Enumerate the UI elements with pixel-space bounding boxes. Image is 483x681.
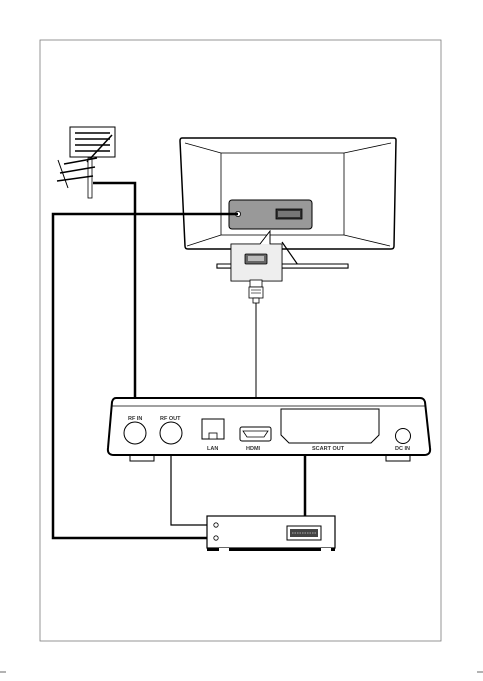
cable-vcr-to-tv-rf <box>53 214 238 538</box>
vcr-rf-out <box>214 536 218 540</box>
dc-in-port <box>396 429 411 444</box>
rf-out-port <box>160 422 182 444</box>
rf-in-label: RF IN <box>128 416 142 422</box>
antenna-icon <box>57 127 115 198</box>
scart-out-port <box>281 409 379 443</box>
cable-antenna-to-rf-in <box>93 183 135 425</box>
rf-in-port <box>124 422 146 444</box>
dc-in-label: DC IN <box>395 446 410 452</box>
tv-icon <box>180 138 396 281</box>
scart-out-label: SCART OUT <box>312 446 345 452</box>
set-top-box-icon: RF IN RF OUT LAN HDMI SCART OUT DC IN <box>108 398 430 461</box>
lan-label: LAN <box>207 446 218 452</box>
vcr-icon <box>207 516 335 551</box>
vcr-rf-in <box>214 523 218 527</box>
hdmi-plug-top-icon <box>249 280 263 303</box>
hdmi-label: HDMI <box>246 446 261 452</box>
rf-out-label: RF OUT <box>160 416 181 422</box>
